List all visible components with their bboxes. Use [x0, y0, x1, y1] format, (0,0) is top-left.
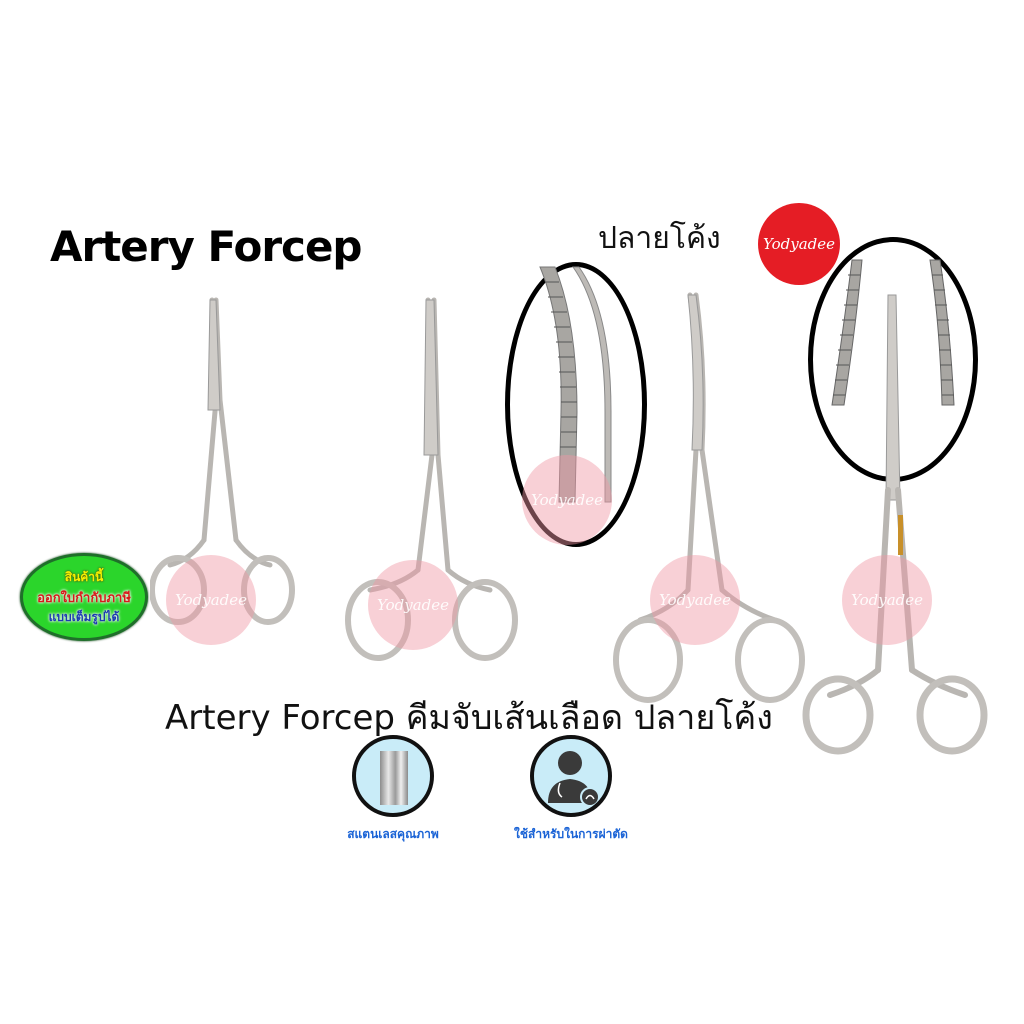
brand-name: Yodyadee — [762, 235, 835, 253]
tax-invoice-badge: สินค้านี้ ออกใบกำกับภาษี แบบเต็มรูปได้ — [20, 553, 148, 641]
feature-surgery: ใช้สำหรับในการผ่าตัด — [496, 735, 646, 844]
curved-tip-label: ปลายโค้ง — [598, 221, 721, 256]
watermark: Yodyadee — [368, 560, 458, 650]
watermark: Yodyadee — [842, 555, 932, 645]
badge-line-3: แบบเต็มรูปได้ — [48, 609, 120, 624]
product-caption: Artery Forcep คีมจับเส้นเลือด ปลายโค้ง — [165, 698, 773, 738]
badge-line-1: สินค้านี้ — [64, 569, 104, 584]
jaw-detail-curved-1 — [539, 266, 612, 503]
badge-line-2: ออกใบกำกับภาษี — [37, 590, 131, 606]
feature-label: สแตนเลสคุณภาพ — [347, 827, 439, 841]
forcep-3-image — [613, 292, 805, 703]
watermark: Yodyadee — [650, 555, 740, 645]
feature-label: ใช้สำหรับในการผ่าตัด — [514, 827, 628, 841]
forcep-2-image — [345, 297, 518, 661]
forcep-1-image — [150, 297, 295, 625]
page-title: Artery Forcep — [50, 222, 362, 271]
jaw-detail-curved-2 — [831, 259, 955, 406]
feature-stainless-steel: สแตนเลสคุณภาพ — [318, 735, 468, 844]
doctor-icon — [530, 735, 612, 817]
watermark: Yodyadee — [522, 455, 612, 545]
brand-logo: Yodyadee — [758, 203, 840, 285]
watermark: Yodyadee — [166, 555, 256, 645]
stainless-steel-icon — [352, 735, 434, 817]
forcep-4-image — [802, 294, 988, 755]
jaw-detail-oval-1 — [505, 262, 647, 547]
